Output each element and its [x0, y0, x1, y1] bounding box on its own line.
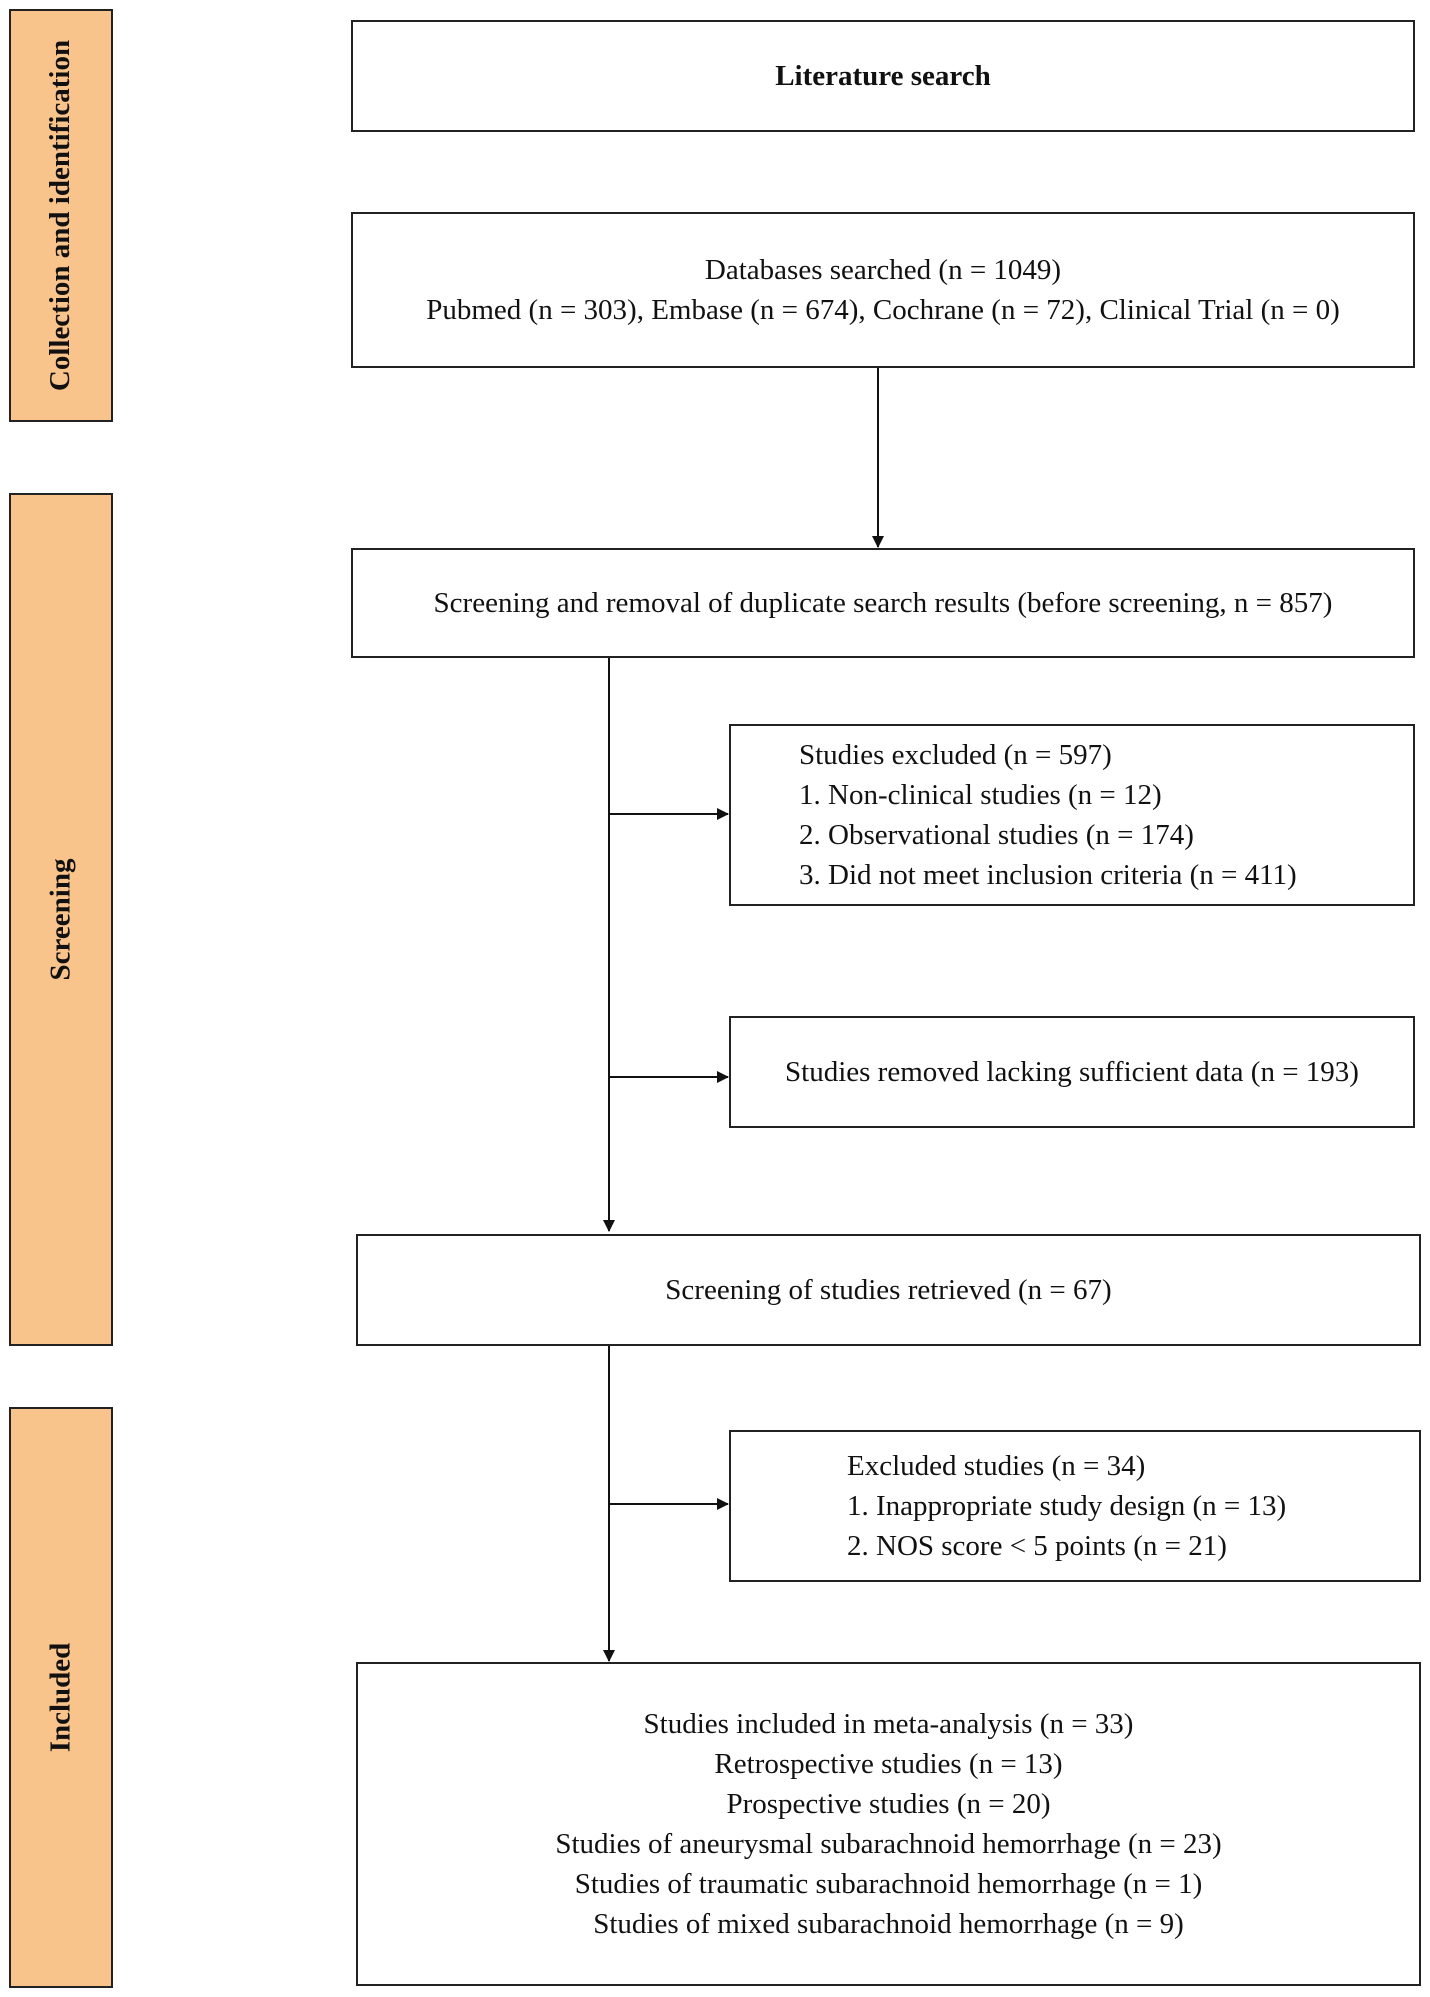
box-line: Pubmed (n = 303), Embase (n = 674), Coch…	[426, 294, 1340, 326]
box-line: 2. Observational studies (n = 174)	[799, 819, 1194, 851]
box-line: Excluded studies (n = 34)	[847, 1450, 1146, 1482]
box-line: 3. Did not meet inclusion criteria (n = …	[799, 859, 1297, 891]
stage-screening: Screening	[9, 493, 113, 1346]
box-studies-removed: Studies removed lacking sufficient data …	[729, 1016, 1415, 1128]
box-title: Literature search	[775, 60, 991, 92]
box-line: 1. Non-clinical studies (n = 12)	[799, 779, 1162, 811]
box-line: Studies of traumatic subarachnoid hemorr…	[574, 1868, 1203, 1900]
stage-included: Included	[9, 1407, 113, 1988]
box-databases-searched: Databases searched (n = 1049) Pubmed (n …	[351, 212, 1415, 368]
stage-collection-identification: Collection and identification	[9, 9, 113, 422]
box-line: Studies of aneurysmal subarachnoid hemor…	[555, 1828, 1222, 1860]
box-line: Screening and removal of duplicate searc…	[433, 587, 1333, 619]
box-line: Retrospective studies (n = 13)	[714, 1748, 1063, 1780]
box-line: Studies excluded (n = 597)	[799, 739, 1112, 771]
box-line: 1. Inappropriate study design (n = 13)	[847, 1490, 1287, 1522]
box-literature-search: Literature search	[351, 20, 1415, 132]
box-studies-excluded: Studies excluded (n = 597) 1. Non-clinic…	[729, 724, 1415, 906]
box-line: Studies removed lacking sufficient data …	[785, 1056, 1359, 1088]
box-studies-included: Studies included in meta-analysis (n = 3…	[356, 1662, 1421, 1986]
box-line: Databases searched (n = 1049)	[704, 254, 1062, 286]
box-line: 2. NOS score < 5 points (n = 21)	[847, 1530, 1227, 1562]
box-duplicate-removal: Screening and removal of duplicate searc…	[351, 548, 1415, 658]
box-line: Prospective studies (n = 20)	[726, 1788, 1051, 1820]
box-line: Screening of studies retrieved (n = 67)	[665, 1274, 1112, 1306]
box-studies-retrieved: Screening of studies retrieved (n = 67)	[356, 1234, 1421, 1346]
box-excluded-studies: Excluded studies (n = 34) 1. Inappropria…	[729, 1430, 1421, 1582]
box-line: Studies included in meta-analysis (n = 3…	[643, 1708, 1134, 1740]
box-line: Studies of mixed subarachnoid hemorrhage…	[593, 1908, 1184, 1940]
